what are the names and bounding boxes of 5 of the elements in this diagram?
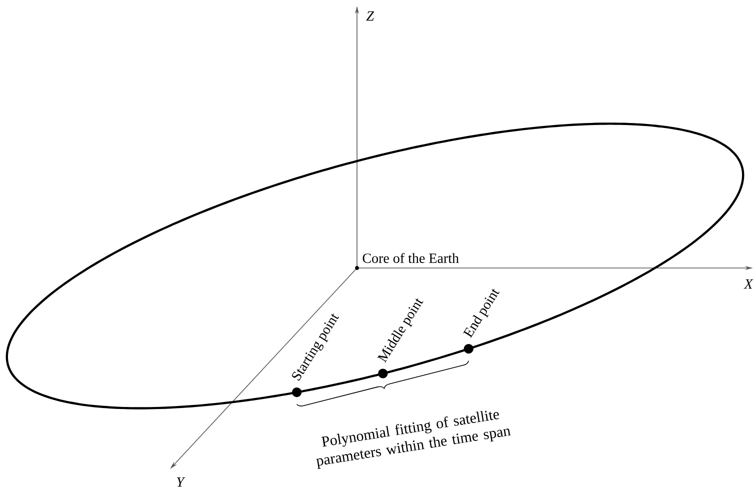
axis-label: Z bbox=[366, 11, 374, 21]
axis-label: X bbox=[744, 279, 754, 289]
axis-label: Y bbox=[177, 477, 186, 487]
caption-text: Polynomial fitting of satellite parameters within the time span bbox=[316, 410, 511, 469]
point-label: Core of the Earth bbox=[362, 252, 459, 263]
